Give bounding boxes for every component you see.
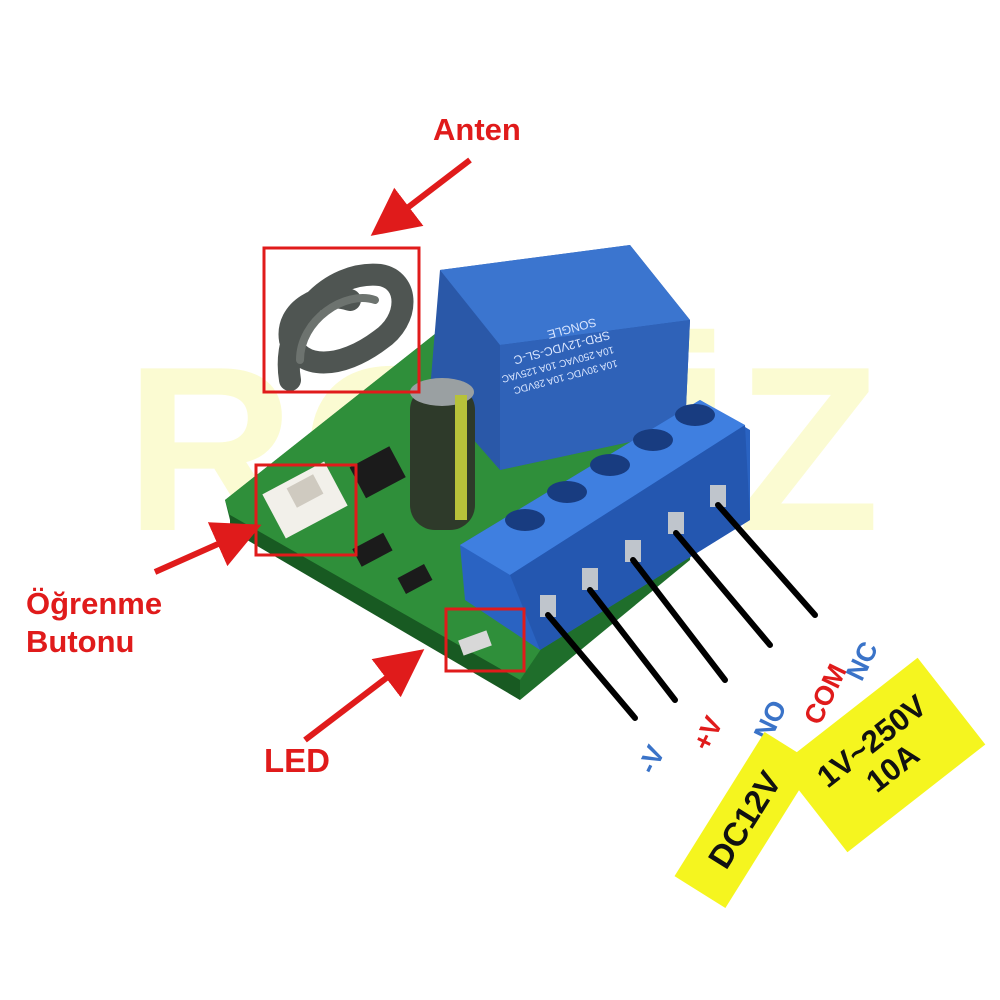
terminal-block: [460, 400, 750, 650]
smd-component: [397, 564, 433, 594]
smd-component: [352, 532, 393, 567]
antenna-label: Anten: [433, 112, 521, 147]
antenna-highlight-box: [262, 246, 421, 394]
led-label: LED: [264, 742, 330, 779]
capacitor: [410, 378, 475, 530]
ic-chip: [349, 446, 406, 499]
status-led: [458, 630, 492, 656]
wire-com: [673, 530, 773, 648]
learn-button-label-line2: Butonu: [26, 624, 135, 659]
button-highlight-box: [254, 463, 358, 557]
wires: [545, 502, 818, 721]
relay-component: SONGLE SRD-12VDC-SL-C 10A 250VAC 10A 125…: [430, 245, 690, 470]
wire-nc: [715, 502, 818, 618]
antenna-arrow: [370, 157, 472, 236]
antenna-coil: [277, 263, 414, 391]
wire-pos-v: [587, 587, 678, 703]
wire-neg-v: [545, 612, 638, 721]
led-highlight-box: [444, 607, 526, 673]
learn-button: [262, 461, 348, 539]
wire-no: [630, 557, 728, 683]
led-arrow: [303, 649, 425, 743]
learn-button-label: Öğrenme Butonu: [26, 585, 162, 661]
button-arrow: [153, 522, 262, 575]
learn-button-label-line1: Öğrenme: [26, 586, 163, 621]
